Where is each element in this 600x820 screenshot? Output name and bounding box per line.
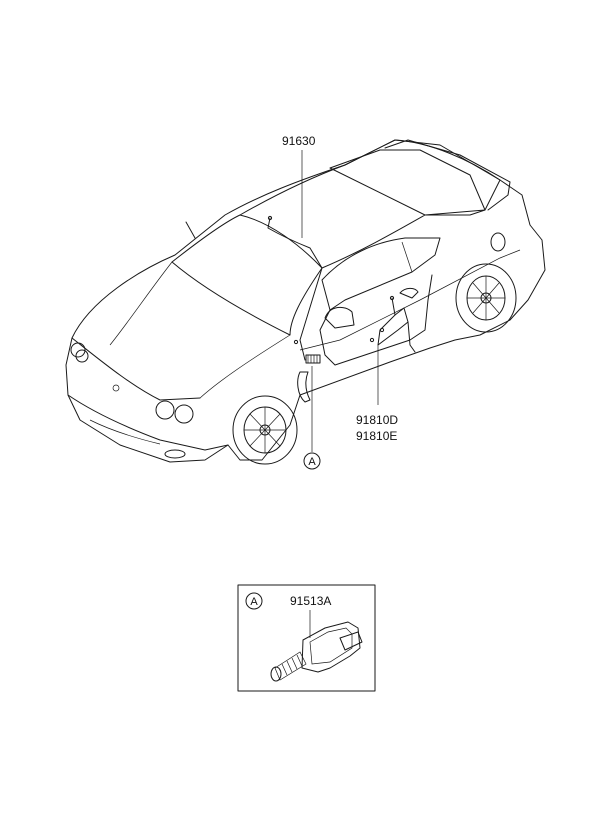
connector-dot-1 [293,339,299,345]
grommet-flange [301,621,361,673]
door-outline [319,274,433,366]
hood-crease-2 [199,334,291,399]
door-harness-branch [394,307,409,323]
detail-marker-circle [245,592,263,610]
connector-dot-2 [389,295,395,301]
car-illustration [65,139,546,465]
rear-wheel-spokes [467,276,505,320]
marker-a-circle [303,452,321,470]
rear-window [329,149,486,216]
door-harness [377,297,416,353]
front-bumper [67,394,229,451]
label-91810d: 91810D [356,413,398,427]
connector-dot-4 [369,337,375,343]
label-91810e: 91810E [356,429,397,443]
bumper-intake [89,419,161,445]
fender-vent [297,371,311,403]
windshield [171,214,323,336]
door-handle [399,287,419,299]
headlight-left-2 [75,349,89,363]
front-wheel-spokes [244,407,286,453]
hood-crease-1 [109,261,173,346]
detail-frame [237,584,376,692]
pillar-harness [299,267,323,361]
grommet-tip [270,666,282,682]
detail-part-number: 91513A [290,594,331,608]
hood-front [71,337,201,401]
hood-emblem [112,384,120,392]
grommet-on-car [305,354,321,364]
grommet-part [270,621,363,682]
grommet-tail [339,631,363,651]
rear-spoiler [384,139,511,211]
antenna [185,221,196,239]
car-body-outline [65,139,546,463]
rear-wheel-tire [455,263,517,333]
side-crease [299,249,521,351]
front-wheel-tire [232,395,298,465]
side-mirror [324,306,355,329]
side-window [321,237,441,311]
side-window-divider [401,241,413,273]
detail-box: A 91513A [237,584,376,692]
grommet-boot [274,651,307,681]
wiring-harnesses [267,215,416,364]
leader-lines [301,150,379,452]
headlight-right-1 [155,400,175,420]
label-91630: 91630 [282,134,316,148]
fuel-door [490,232,506,252]
connector-dot-3 [379,327,385,333]
roof-line [239,139,501,269]
grommet-flange-inner [309,627,353,665]
connector-dot-5 [267,215,273,221]
headlight-right-2 [174,404,194,424]
front-wheel-hub [259,424,271,436]
headlight-left-1 [70,342,86,358]
fog-light [164,449,186,459]
marker-a-letter: A [308,456,316,468]
rear-wheel-hub [480,292,492,304]
detail-marker-letter: A [250,596,258,608]
roof-harness [267,217,323,269]
